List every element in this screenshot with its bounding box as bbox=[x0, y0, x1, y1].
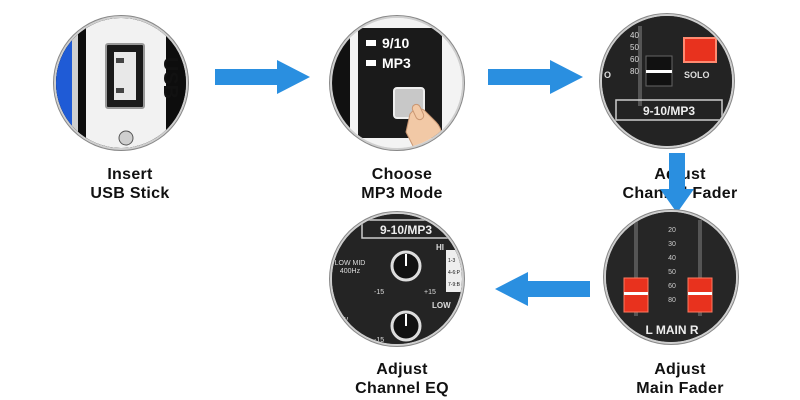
step-label: Insert USB Stick bbox=[40, 165, 220, 203]
channel-fader-illustration: 40 50 60 80 OL SOLO O 9-10/MP3 bbox=[602, 16, 732, 146]
eq-low-min: -15 bbox=[374, 337, 384, 344]
channel-eq-image: 9-10/MP3 HI LOW LOW MID 400Hz -15 +15 -1… bbox=[330, 212, 464, 346]
eq-side-7-9: 7-9:B bbox=[448, 282, 461, 288]
eq-hi-label: HI bbox=[436, 243, 444, 252]
fader-scale-50: 50 bbox=[630, 43, 639, 52]
button-label-9-10: 9/10 bbox=[382, 35, 409, 51]
main-fader-label: L MAIN R bbox=[645, 323, 698, 337]
main-scale-50: 50 bbox=[668, 269, 676, 276]
channel-eq-illustration: 9-10/MP3 HI LOW LOW MID 400Hz -15 +15 -1… bbox=[332, 214, 462, 344]
step-label-line2: MP3 Mode bbox=[361, 185, 443, 202]
eq-low-label: LOW bbox=[432, 301, 451, 310]
main-scale-80: 80 bbox=[668, 297, 676, 304]
eq-edge-z: z bbox=[340, 327, 344, 334]
main-fader-image: 20 30 40 50 60 80 L MAIN R bbox=[604, 210, 738, 344]
eq-channel-label: 9-10/MP3 bbox=[380, 223, 432, 237]
solo-label: SOLO bbox=[684, 70, 710, 80]
mp3-button-image: 9/10 MP3 bbox=[330, 16, 464, 150]
channel-name-label: 9-10/MP3 bbox=[643, 104, 695, 118]
eq-hi-max: +15 bbox=[424, 289, 436, 296]
step-label-line1: Adjust bbox=[654, 361, 706, 378]
step-label: Adjust Channel EQ bbox=[312, 360, 492, 398]
usb-port-image: USB bbox=[54, 16, 188, 150]
step-label: Adjust Main Fader bbox=[590, 360, 770, 398]
step-label-line2: Main Fader bbox=[636, 380, 724, 397]
ol-label: OL bbox=[708, 24, 721, 34]
usb-illustration: USB bbox=[56, 18, 186, 148]
eq-hi-min: -15 bbox=[374, 289, 384, 296]
channel-fader-image: 40 50 60 80 OL SOLO O 9-10/MP3 bbox=[600, 14, 734, 148]
eq-side-1-3: 1-3 bbox=[448, 258, 455, 264]
edge-label-o: O bbox=[604, 70, 611, 80]
fader-scale-60: 60 bbox=[630, 55, 639, 64]
step-label-line1: Adjust bbox=[376, 361, 428, 378]
main-fader-illustration: 20 30 40 50 60 80 L MAIN R bbox=[606, 212, 736, 342]
step-label: Choose MP3 Mode bbox=[312, 165, 492, 203]
eq-low-max: +15 bbox=[424, 337, 436, 344]
fader-scale-80: 80 bbox=[630, 67, 639, 76]
main-scale-20: 20 bbox=[668, 227, 676, 234]
usb-logo-text: USB bbox=[159, 57, 181, 99]
arrow-left-icon bbox=[495, 272, 590, 306]
main-scale-60: 60 bbox=[668, 283, 676, 290]
step-label-line1: Choose bbox=[371, 166, 433, 183]
main-scale-30: 30 bbox=[668, 241, 676, 248]
button-label-mp3: MP3 bbox=[382, 55, 411, 71]
eq-side-4-6: 4-6:P bbox=[448, 270, 461, 276]
arrow-right-icon bbox=[488, 60, 583, 94]
step-label-line2: USB Stick bbox=[90, 185, 170, 202]
fader-scale-40: 40 bbox=[630, 31, 639, 40]
step-label-line2: Channel EQ bbox=[355, 380, 449, 397]
main-scale-40: 40 bbox=[668, 255, 676, 262]
step-label-line1: Insert bbox=[107, 166, 153, 183]
arrow-down-icon bbox=[660, 153, 694, 213]
eq-edge-ow: OW bbox=[336, 317, 348, 324]
arrow-right-icon bbox=[215, 60, 310, 94]
mp3-button-illustration: 9/10 MP3 bbox=[332, 18, 462, 148]
eq-low-mid-label: LOW MID 400Hz bbox=[334, 260, 366, 275]
